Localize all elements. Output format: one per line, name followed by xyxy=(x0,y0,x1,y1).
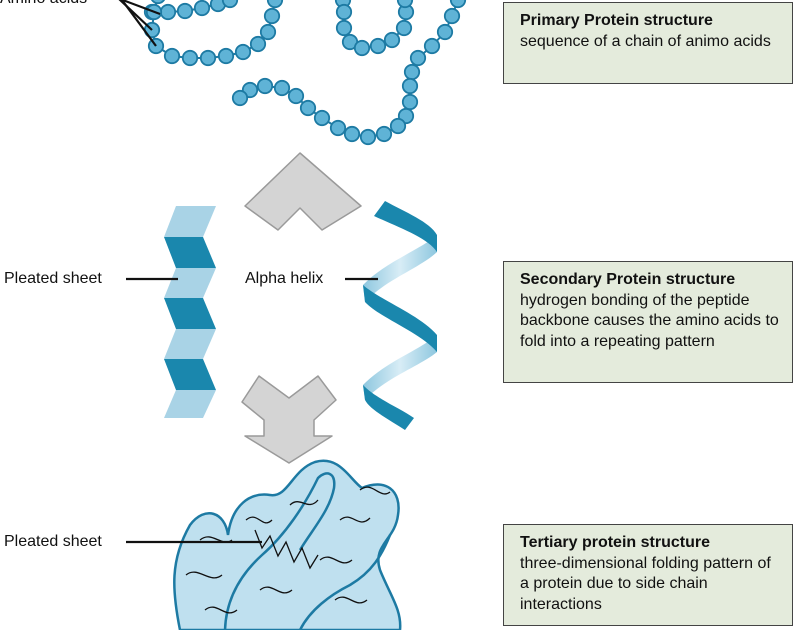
alpha-helix-graphic xyxy=(363,201,437,430)
amino-acid-bead xyxy=(231,89,249,107)
amino-acid-bead xyxy=(423,37,441,55)
amino-acid-bead xyxy=(176,2,194,20)
combine-arrow-icon xyxy=(244,152,362,231)
tertiary-pleated-sheet-label: Pleated sheet xyxy=(4,533,102,550)
tertiary-structure-graphic xyxy=(173,459,402,630)
tertiary-structure-title: Tertiary protein structure xyxy=(520,534,710,551)
secondary-structure-title: Secondary Protein structure xyxy=(520,271,736,288)
amino-acid-bead xyxy=(403,63,421,81)
amino-acid-bead xyxy=(263,7,281,25)
amino-acid-bead xyxy=(375,125,393,143)
amino-acid-bead xyxy=(256,77,274,95)
amino-acid-bead xyxy=(199,49,217,67)
secondary-structure-box: Secondary Protein structure hydrogen bon… xyxy=(503,261,793,383)
amino-acid-bead xyxy=(369,37,387,55)
amino-acid-bead xyxy=(193,0,211,17)
amino-acid-bead xyxy=(217,47,235,65)
amino-acid-bead xyxy=(436,23,454,41)
merge-arrow-icon xyxy=(241,375,337,464)
amino-acid-bead xyxy=(449,0,467,9)
secondary-structure-description: hydrogen bonding of the peptide backbone… xyxy=(520,291,779,350)
amino-acid-bead xyxy=(273,79,291,97)
amino-acid-bead xyxy=(335,19,353,37)
amino-acid-bead xyxy=(359,128,377,146)
amino-acid-bead xyxy=(353,39,371,57)
pleated-sheet-graphic xyxy=(164,206,216,418)
amino-acid-bead xyxy=(287,87,305,105)
primary-structure-box: Primary Protein structure sequence of a … xyxy=(503,2,793,84)
amino-acid-bead xyxy=(150,0,166,5)
amino-acid-bead xyxy=(383,31,401,49)
amino-acid-bead xyxy=(299,99,317,117)
amino-acid-bead xyxy=(329,119,347,137)
amino-acids-leader-lines xyxy=(118,0,161,47)
tertiary-structure-description: three-dimensional folding pattern of a p… xyxy=(520,554,771,613)
alpha-helix-label: Alpha helix xyxy=(245,270,324,287)
amino-acid-chain xyxy=(143,0,467,146)
amino-acid-bead xyxy=(259,23,277,41)
amino-acid-bead xyxy=(396,0,414,9)
amino-acid-bead xyxy=(343,125,361,143)
amino-acid-bead xyxy=(221,0,239,9)
amino-acid-bead xyxy=(159,3,177,21)
amino-acid-bead xyxy=(266,0,284,9)
amino-acid-bead xyxy=(234,43,252,61)
amino-acid-bead xyxy=(389,117,407,135)
amino-acid-bead xyxy=(163,47,181,65)
amino-acid-bead xyxy=(335,3,353,21)
primary-structure-description: sequence of a chain of animo acids xyxy=(520,32,771,50)
amino-acid-bead xyxy=(249,35,267,53)
primary-structure-title: Primary Protein structure xyxy=(520,12,713,29)
amino-acid-bead xyxy=(395,19,413,37)
amino-acid-bead xyxy=(401,93,419,111)
tertiary-structure-box: Tertiary protein structure three-dimensi… xyxy=(503,524,793,626)
pleated-sheet-label: Pleated sheet xyxy=(4,270,102,287)
amino-acid-bead xyxy=(443,7,461,25)
amino-acids-label: Amino acids xyxy=(0,0,87,9)
amino-acid-bead xyxy=(401,77,419,95)
amino-acid-bead xyxy=(313,109,331,127)
amino-acid-bead xyxy=(409,49,427,67)
amino-acid-bead xyxy=(181,49,199,67)
